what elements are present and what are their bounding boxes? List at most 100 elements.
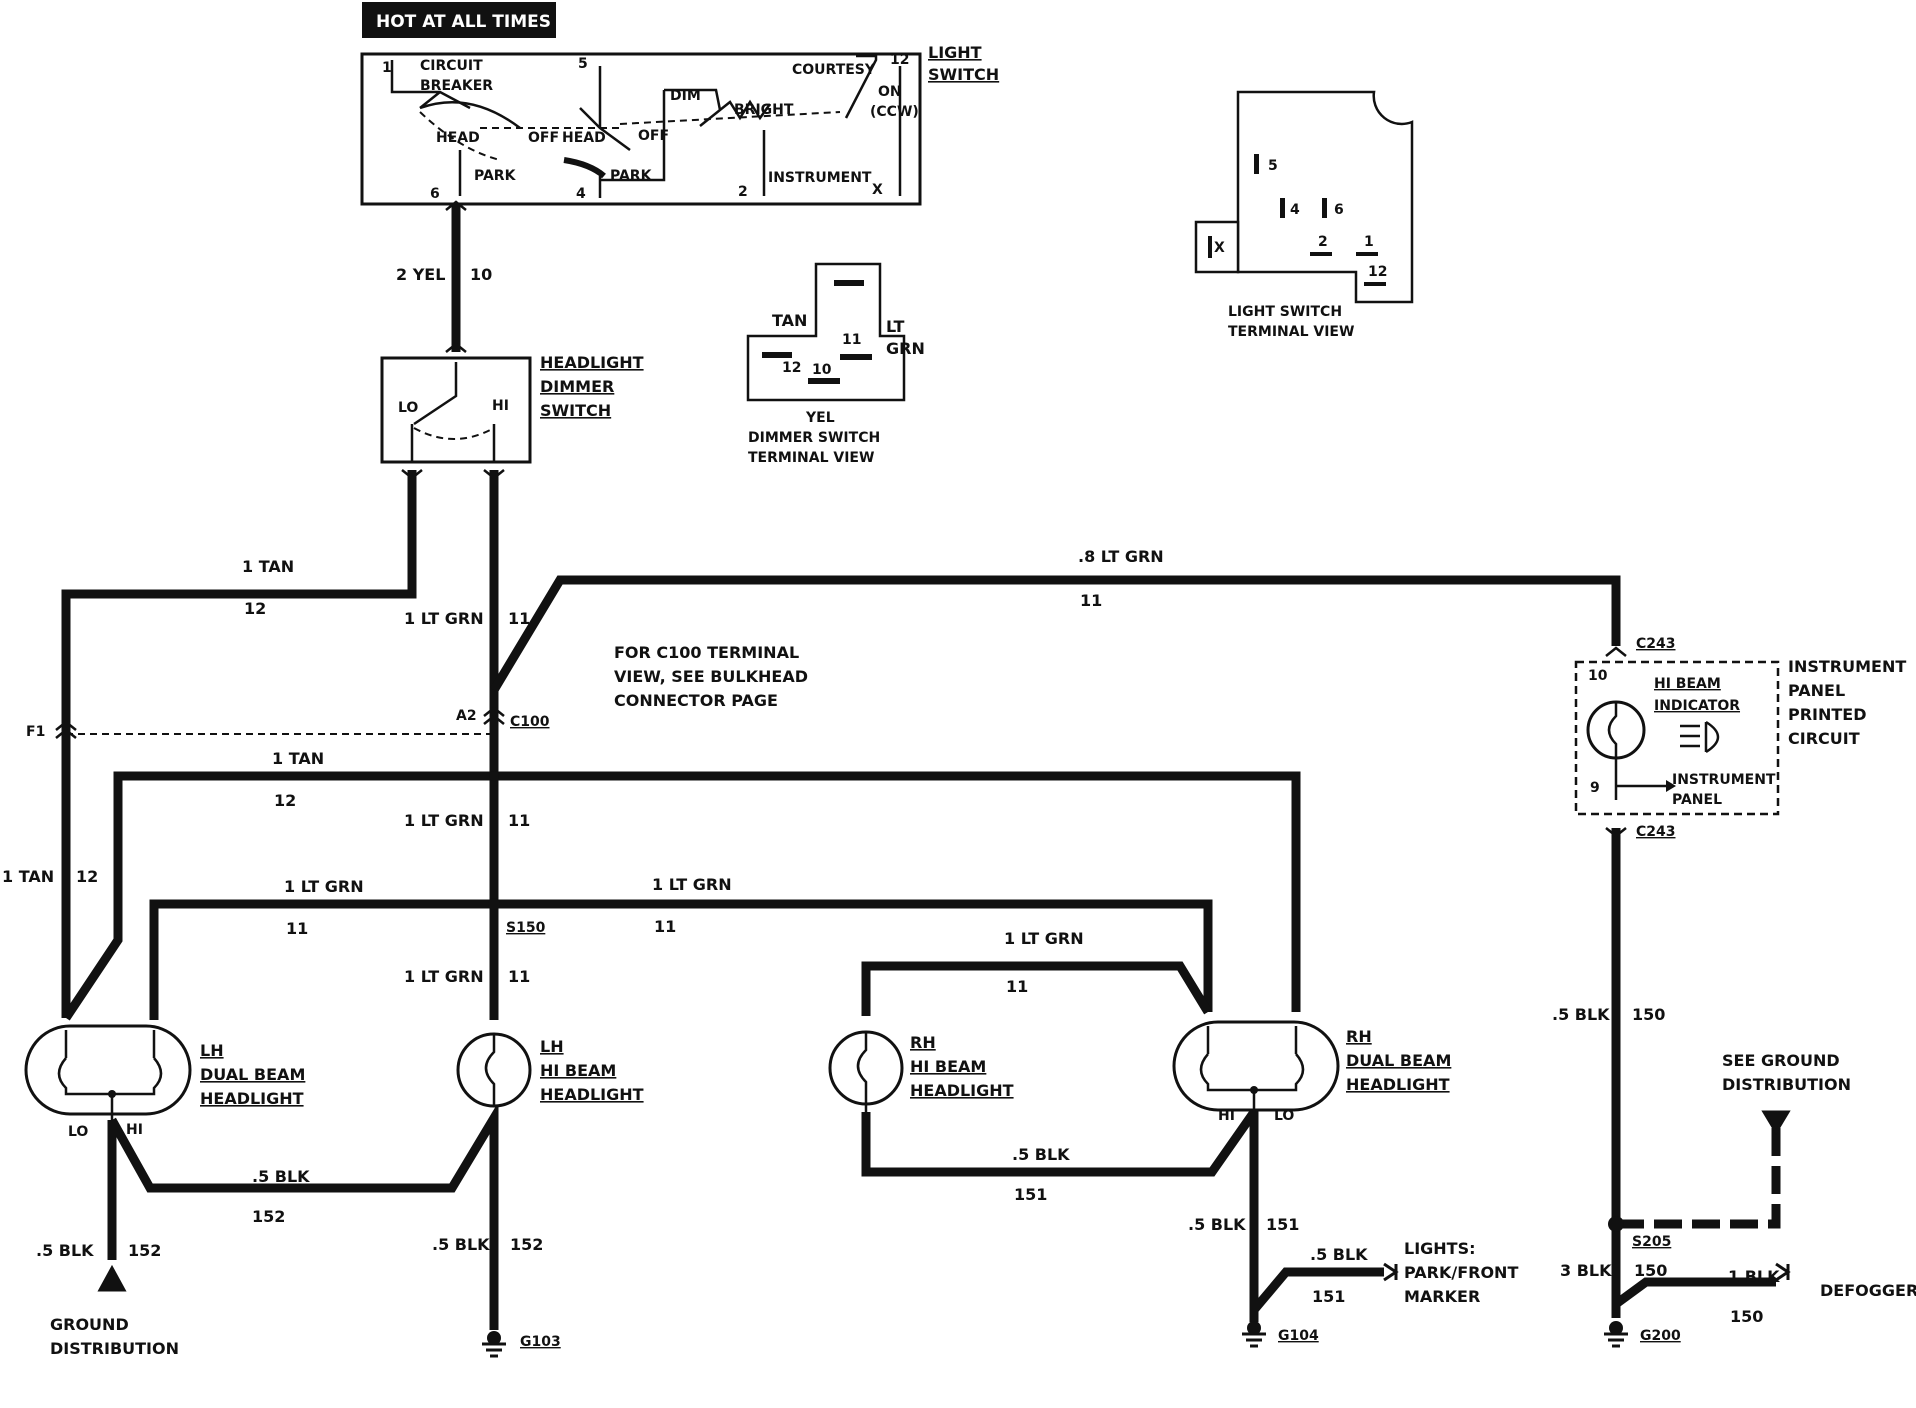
- head-contact: [563, 157, 606, 179]
- indicator-filament: [1607, 702, 1618, 758]
- wl-blk-152b: .5 BLK: [252, 1167, 310, 1186]
- lh-dual-title-1: LH: [200, 1041, 224, 1060]
- g103-label: G103: [520, 1334, 561, 1350]
- wl-ltgrn-b-num: 11: [508, 811, 530, 830]
- wl-blk-151c: .5 BLK: [1310, 1245, 1368, 1264]
- switch-instrument: INSTRUMENT: [768, 170, 872, 186]
- ip-pin-9: 9: [1590, 780, 1600, 796]
- term-pin-2: 2: [1318, 234, 1328, 250]
- wl-ltgrn-d-num: 11: [654, 917, 676, 936]
- c-dimmer-out: [401, 469, 505, 480]
- lh-hi-title-2: HI BEAM: [540, 1061, 616, 1080]
- wire-tan-12-a: [61, 470, 417, 1018]
- c-a2: [483, 706, 505, 725]
- dimmer-term-tan: TAN: [772, 311, 807, 330]
- ip-title-3: PRINTED: [1788, 705, 1867, 724]
- switch-head-2: HEAD: [562, 130, 606, 146]
- lh-hi-beam-headlight: LH HI BEAM HEADLIGHT: [456, 1032, 644, 1108]
- ip-pin-10: 10: [1588, 668, 1608, 684]
- wl-ltgrn-e-num: 11: [508, 967, 530, 986]
- light-switch-tab: [1194, 220, 1240, 274]
- wl-ltgrn-b: 1 LT GRN: [404, 811, 484, 830]
- lights-label-1: LIGHTS:: [1404, 1239, 1476, 1258]
- wl-ltgrn-e: 1 LT GRN: [404, 967, 484, 986]
- wl-blk-151a: .5 BLK: [1012, 1145, 1070, 1164]
- courtesy-lines: [762, 54, 902, 196]
- ip-label-2: PANEL: [1672, 792, 1722, 808]
- term-pin-12: 12: [1368, 264, 1387, 280]
- indicator-label-2: INDICATOR: [1654, 698, 1740, 714]
- wire-tan-12-c: [62, 864, 123, 1021]
- lh-dual-body: [24, 1024, 192, 1116]
- rh-dual-body: [1172, 1020, 1340, 1112]
- wl-blk-152a: .5 BLK: [36, 1241, 94, 1260]
- dimmer-term-11: 11: [842, 332, 861, 348]
- switch-off-1: OFF: [528, 130, 559, 146]
- g104-ground-icon: [1242, 1332, 1266, 1348]
- light-switch-box: [360, 52, 922, 206]
- dimmer-term-lt: LT: [886, 317, 905, 336]
- lh-dual-title-3: HEADLIGHT: [200, 1089, 304, 1108]
- switch-lines-2: [458, 66, 631, 196]
- rh-hi-beam-headlight: RH HI BEAM HEADLIGHT: [828, 1030, 1014, 1112]
- dimmer-term-caption-2: TERMINAL VIEW: [748, 450, 874, 466]
- wl-blk-151b: .5 BLK: [1188, 1215, 1246, 1234]
- switch-on: ON: [878, 84, 902, 100]
- defogger-label: DEFOGGER: [1820, 1281, 1916, 1300]
- ground-labels: GROUND DISTRIBUTION SEE GROUND DISTRIBUT…: [50, 1051, 1916, 1358]
- rh-dual-beam-headlight: RH DUAL BEAM HEADLIGHT HI LO: [1172, 1020, 1451, 1124]
- switch-pin-4: 4: [576, 186, 586, 202]
- indicator-label-1: HI BEAM: [1654, 676, 1721, 692]
- lh-dual-title-2: DUAL BEAM: [200, 1065, 305, 1084]
- lights-connector-icon: [1383, 1262, 1399, 1282]
- indicator-lines: [1614, 758, 1666, 800]
- lh-lo: LO: [68, 1124, 88, 1140]
- wire-labels: 2 YEL 10 1 TAN 12 1 LT GRN 11 .8 LT GRN …: [2, 265, 1780, 1326]
- dimmer-term-10: 10: [812, 362, 832, 378]
- wl-tan-a: 1 TAN: [242, 557, 294, 576]
- lh-hi: HI: [126, 1122, 143, 1138]
- wire-blk-152: [107, 1101, 499, 1330]
- wl-tan-c-num: 12: [76, 867, 98, 886]
- ip-title-4: CIRCUIT: [1788, 729, 1860, 748]
- lh-dual-filaments: [57, 1030, 163, 1120]
- term-pin-1: 1: [1364, 234, 1374, 250]
- ip-title-1: INSTRUMENT: [1788, 657, 1906, 676]
- splice-s150: [488, 898, 500, 910]
- splice-s205: [1608, 1216, 1624, 1232]
- c-c243: [1605, 646, 1627, 838]
- rh-lo: LO: [1274, 1108, 1294, 1124]
- wl-tan-c: 1 TAN: [2, 867, 54, 886]
- dimmer-term-yel: YEL: [805, 410, 835, 426]
- wl-ltgrn-a: 1 LT GRN: [404, 609, 484, 628]
- light-switch-connector-body: [1236, 90, 1414, 304]
- switch-pin-x: X: [872, 182, 883, 198]
- see-ground-arrow-icon: [1761, 1110, 1791, 1135]
- switch-park-1: PARK: [474, 168, 517, 184]
- switch-dash-1: [419, 111, 620, 161]
- dimmer-terminal-view: TAN LT GRN 11 12 10 YEL DIMMER SWITCH TE…: [746, 262, 925, 466]
- c100-note-1: FOR C100 TERMINAL: [614, 643, 799, 662]
- dimmer-term-grn: GRN: [886, 339, 925, 358]
- instrument-panel-circuit: HI BEAM INDICATOR INSTRUMENT PANEL 10 9 …: [1574, 657, 1906, 816]
- see-ground-1: SEE GROUND: [1722, 1051, 1840, 1070]
- wl-blk-151b-num: 151: [1266, 1215, 1299, 1234]
- wl-blk-150c-num: 150: [1730, 1307, 1763, 1326]
- circuit-breaker-label-1: CIRCUIT: [420, 58, 483, 74]
- ip-title-2: PANEL: [1788, 681, 1845, 700]
- term-pin-x: X: [1214, 240, 1225, 256]
- lights-label-3: MARKER: [1404, 1287, 1480, 1306]
- wire-ground-dist-dash: [1616, 1118, 1781, 1229]
- dimmer-connector-body: [746, 262, 906, 402]
- light-switch-title-2: SWITCH: [928, 65, 999, 84]
- switch-off-2: OFF: [638, 128, 669, 144]
- g104-label: G104: [1278, 1328, 1319, 1344]
- switch-head-1: HEAD: [436, 130, 480, 146]
- defogger-connector-icon: [1775, 1262, 1791, 1282]
- dimmer-box: [380, 356, 532, 464]
- wire-ltgrn-11-rh: [861, 961, 1212, 1016]
- s205-label: S205: [1632, 1234, 1671, 1250]
- switch-pin-12: 12: [890, 52, 909, 68]
- rh-hi: HI: [1218, 1108, 1235, 1124]
- rh-hi-title-2: HI BEAM: [910, 1057, 986, 1076]
